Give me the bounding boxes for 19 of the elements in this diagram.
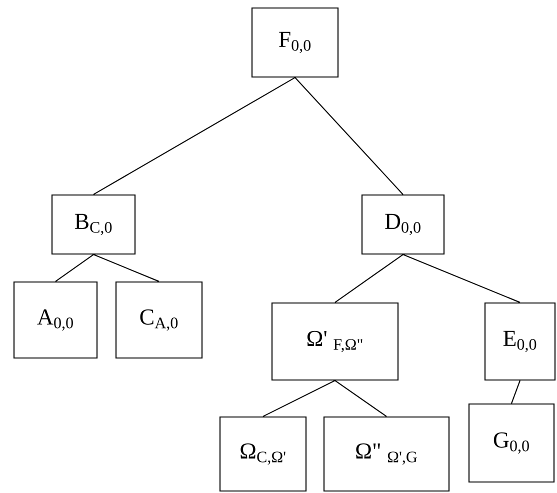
tree-node-box: A$_{0,0}$ <box>13 281 98 359</box>
tree-node-box: E$_{0,0}$ <box>484 302 556 381</box>
tree-node-box: F$_{0,0}$ <box>251 7 339 78</box>
tree-edge <box>55 254 94 282</box>
tree-node-box: Ω' $_{F,Ω"}$ <box>271 302 399 381</box>
tree-edge <box>510 380 521 404</box>
tree-node-box: B$_{C,0}$ <box>51 194 136 255</box>
tree-edge <box>93 254 160 282</box>
tree-edge <box>334 380 387 417</box>
tree-edge <box>93 77 296 195</box>
tree-edge <box>334 254 404 303</box>
tree-edge <box>402 254 520 303</box>
tree-node-box: Ω" $_{Ω',G}$ <box>323 416 450 492</box>
tree-node-box: C$_{A,0}$ <box>115 281 203 359</box>
tree-node-box: G$_{0,0}$ <box>468 403 555 483</box>
tree-edge <box>294 77 404 195</box>
tree-edge <box>262 380 336 417</box>
tree-node-box: D$_{0,0}$ <box>361 194 445 255</box>
tree-node-box: Ω$_{C,Ω'}$ <box>219 416 307 492</box>
